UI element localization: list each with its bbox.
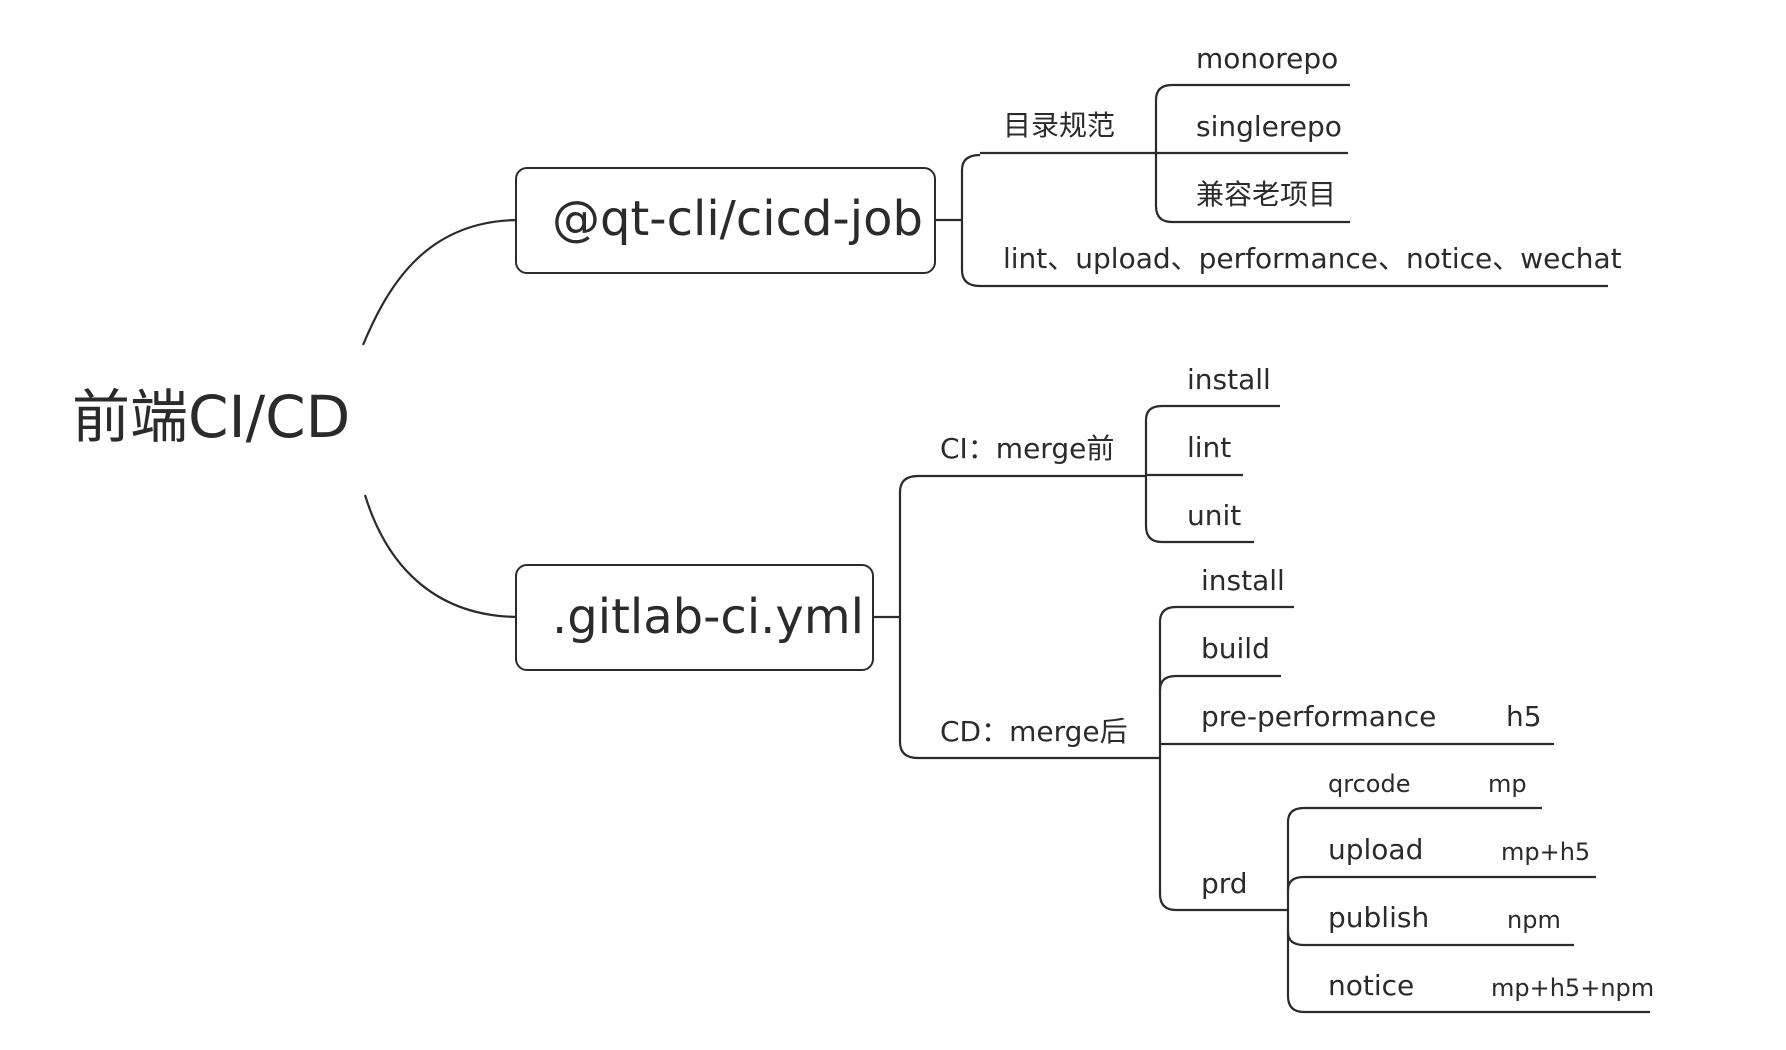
- topic-cd-install[interactable]: install: [1201, 564, 1285, 597]
- connector-root-cicd-job: [361, 218, 521, 346]
- note-upload: mp+h5: [1501, 838, 1591, 866]
- topic-ci-lint[interactable]: lint: [1187, 431, 1232, 464]
- connector-prd-bracket: [1286, 806, 1305, 1014]
- root-topic[interactable]: 前端CI/CD: [72, 383, 351, 451]
- topic-features[interactable]: lint、upload、performance、notice、wechat: [1003, 242, 1622, 275]
- topic-ci[interactable]: CI：merge前: [940, 432, 1115, 465]
- topic-publish[interactable]: publish: [1328, 901, 1430, 934]
- connector-upload-line: [1286, 875, 1596, 891]
- note-pre-performance: h5: [1506, 700, 1542, 733]
- connector-cd-bracket: [1158, 605, 1177, 912]
- note-qrcode: mp: [1488, 770, 1527, 798]
- connector-publish-line: [1286, 931, 1574, 947]
- topic-cd[interactable]: CD：merge后: [940, 715, 1128, 748]
- branch-gitlab-ci-box[interactable]: [515, 564, 874, 671]
- topic-compat-legacy[interactable]: 兼容老项目: [1196, 178, 1337, 211]
- topic-ci-install[interactable]: install: [1187, 363, 1271, 396]
- branch-gitlab-ci-label: .gitlab-ci.yml: [552, 589, 864, 645]
- topic-cd-build[interactable]: build: [1201, 632, 1270, 665]
- branch-cicd-job-box[interactable]: [515, 167, 936, 274]
- note-notice: mp+h5+npm: [1491, 974, 1655, 1002]
- topic-pre-performance[interactable]: pre-performance: [1201, 700, 1437, 733]
- note-publish: npm: [1507, 906, 1561, 934]
- topic-prd[interactable]: prd: [1201, 867, 1248, 900]
- topic-ci-unit[interactable]: unit: [1187, 499, 1242, 532]
- topic-singlerepo[interactable]: singlerepo: [1196, 110, 1342, 143]
- topic-notice[interactable]: notice: [1328, 969, 1415, 1002]
- connector-cicd-job-bracket: [960, 153, 981, 288]
- connector-gitlab-ci-bracket: [898, 474, 919, 760]
- topic-dir-spec[interactable]: 目录规范: [1003, 109, 1116, 142]
- topic-monorepo[interactable]: monorepo: [1196, 42, 1339, 75]
- branch-cicd-job-label: @qt-cli/cicd-job: [552, 191, 923, 247]
- topic-qrcode[interactable]: qrcode: [1328, 770, 1411, 798]
- connector-root-gitlab-ci: [363, 494, 521, 619]
- connector-cd-build-line: [1158, 674, 1281, 691]
- topic-upload[interactable]: upload: [1328, 833, 1424, 866]
- connector-ci-bracket: [1144, 404, 1163, 544]
